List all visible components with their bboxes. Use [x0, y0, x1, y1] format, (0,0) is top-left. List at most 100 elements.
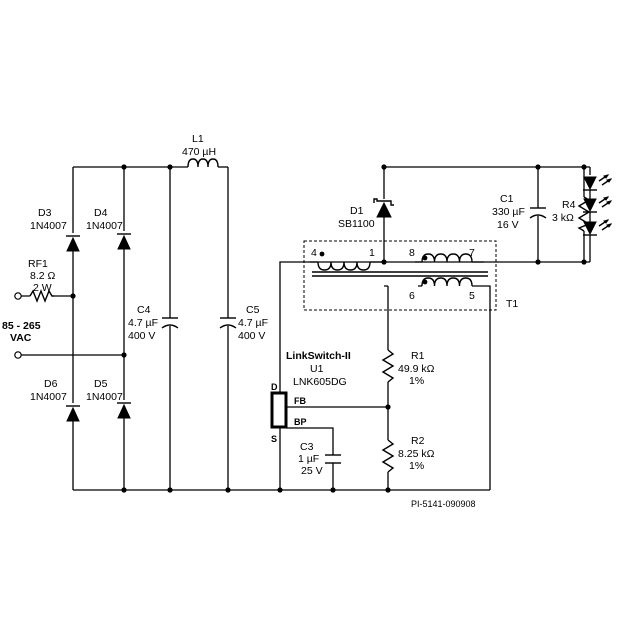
d1-part-label: SB1100: [338, 218, 375, 230]
junction-dot: [70, 293, 76, 299]
junction-dot: [277, 487, 283, 493]
t1-pin-4: 4: [311, 247, 317, 259]
d4-part-label: 1N4007: [86, 220, 123, 232]
r4-ref-label: R4: [562, 199, 576, 211]
d4-ref-label: D4: [94, 207, 108, 219]
junction-dot: [381, 164, 387, 170]
t1-bias-winding: [421, 277, 473, 287]
c5-voltage-label: 400 V: [238, 330, 265, 342]
l1-inductor: [187, 158, 219, 168]
d5-part-label: 1N4007: [86, 391, 123, 403]
t1-secondary-winding: [421, 253, 473, 263]
labels: D3 1N4007 D4 1N4007 RF1 8.2 Ω 2 W 85 - 2…: [2, 133, 576, 509]
t1-core: [312, 271, 488, 277]
junction-dot: [330, 487, 336, 493]
junction-dot: [167, 487, 173, 493]
l1-value-label: 470 µH: [182, 146, 216, 158]
u1-ref-label: U1: [310, 363, 324, 375]
u1-pin-s: S: [271, 434, 277, 444]
junction-dot: [535, 259, 541, 265]
c4-value-label: 4.7 µF: [128, 317, 158, 329]
junction-dots: [70, 164, 587, 493]
led-2: [583, 196, 613, 213]
c3-capacitor: [325, 454, 341, 464]
d3-part-label: 1N4007: [30, 220, 67, 232]
c3-ref-label: C3: [300, 441, 314, 453]
junction-dot: [381, 259, 387, 265]
feedback-return: [480, 285, 491, 490]
drawing-id-label: PI-5141-090908: [411, 499, 476, 509]
u1-pin-bp: BP: [294, 417, 307, 427]
r2-ref-label: R2: [411, 435, 425, 447]
c5-value-label: 4.7 µF: [238, 317, 268, 329]
wires: [21, 166, 591, 491]
c1-capacitor: [529, 207, 547, 219]
junction-dot: [121, 352, 127, 358]
primary-to-drain: [279, 261, 310, 393]
junction-dot: [121, 164, 127, 170]
t1-pin-7: 7: [469, 247, 475, 259]
t1-pin-1: 1: [369, 247, 375, 259]
led-string: [583, 174, 613, 247]
u1-family-label: LinkSwitch-II: [286, 350, 351, 362]
r2-resistor: [381, 439, 395, 473]
c4-ref-label: C4: [137, 304, 151, 316]
led-1: [583, 174, 613, 191]
c1-voltage-label: 16 V: [497, 219, 519, 231]
c1-value-label: 330 µF: [492, 206, 525, 218]
input-vac-label: VAC: [10, 332, 32, 344]
rf1-resistor: [29, 289, 54, 303]
t1-pin-6: 6: [409, 290, 415, 302]
u1-pin-d: D: [271, 382, 278, 392]
d1-ref-label: D1: [350, 205, 364, 217]
d6-part-label: 1N4007: [30, 391, 67, 403]
junction-dot: [121, 487, 127, 493]
u1-pin-fb: FB: [294, 396, 306, 406]
junction-dot: [385, 487, 391, 493]
t1-ref-label: T1: [506, 298, 518, 310]
d3-ref-label: D3: [38, 207, 52, 219]
t1-transformer-outline: [303, 240, 497, 311]
led-3: [583, 219, 613, 236]
r1-value-label: 49.9 kΩ: [398, 363, 435, 375]
d4-diode: [117, 233, 131, 250]
t1-primary-winding: [317, 251, 371, 271]
t1-pin-5: 5: [469, 290, 475, 302]
bp-wire: [286, 427, 334, 490]
c5-ref-label: C5: [246, 304, 260, 316]
ac-terminal-bottom: [14, 351, 22, 359]
d5-ref-label: D5: [94, 378, 108, 390]
c4-capacitor: [161, 317, 179, 329]
junction-dot: [385, 404, 391, 410]
r4-value-label: 3 kΩ: [552, 212, 574, 224]
junction-dot: [535, 164, 541, 170]
input-voltage-label: 85 - 265: [2, 320, 41, 332]
c5-capacitor: [219, 317, 237, 329]
d6-diode: [66, 405, 80, 422]
c1-ref-label: C1: [500, 193, 514, 205]
d6-ref-label: D6: [44, 378, 58, 390]
d5-diode: [117, 402, 131, 419]
r1-resistor: [381, 349, 395, 383]
rf1-value-label: 8.2 Ω: [30, 270, 56, 282]
r1-ref-label: R1: [411, 350, 425, 362]
junction-dot: [167, 164, 173, 170]
junction-dot: [581, 164, 587, 170]
junction-dot: [581, 259, 587, 265]
d1-diode: [373, 198, 394, 218]
r1-tol-label: 1%: [409, 375, 424, 387]
t1-pin-8: 8: [409, 247, 415, 259]
u1-part-label: LNK605DG: [293, 376, 347, 388]
u1-ic-body: [270, 391, 288, 429]
r2-tol-label: 1%: [409, 460, 424, 472]
c3-value-label: 1 µF: [298, 453, 319, 465]
rf1-power-label: 2 W: [33, 282, 52, 294]
c3-voltage-label: 25 V: [301, 465, 323, 477]
r2-value-label: 8.25 kΩ: [398, 448, 435, 460]
junction-dot: [225, 487, 231, 493]
c4-voltage-label: 400 V: [128, 330, 155, 342]
d3-diode: [66, 235, 80, 252]
l1-ref-label: L1: [192, 133, 204, 145]
